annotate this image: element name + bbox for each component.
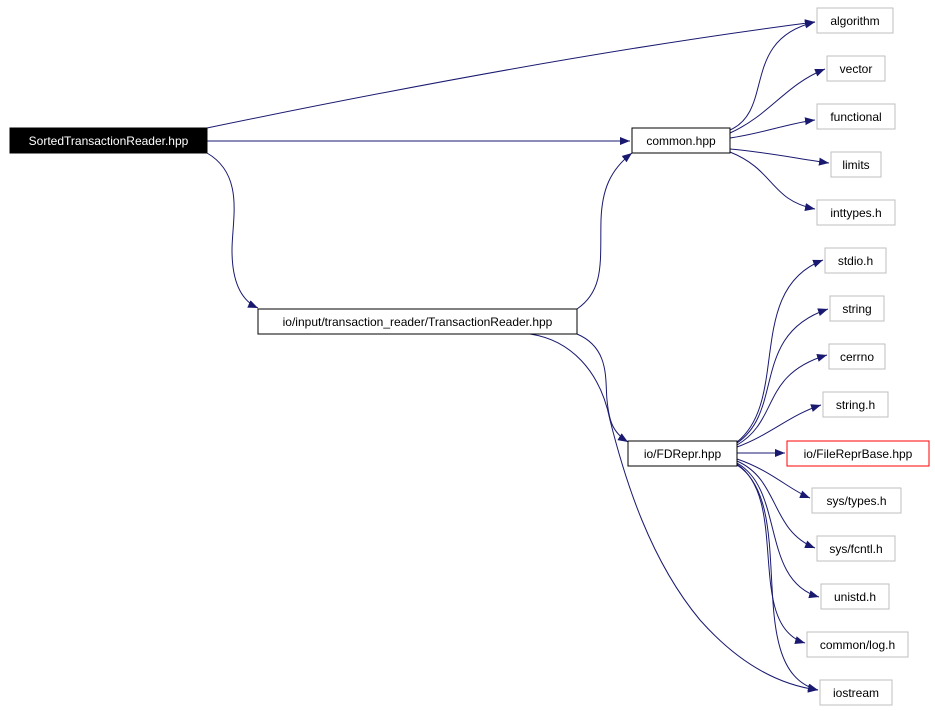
node-filereprbase-label: io/FileReprBase.hpp bbox=[804, 447, 913, 461]
node-fdrepr-label: io/FDRepr.hpp bbox=[644, 447, 722, 461]
node-stdio: stdio.h bbox=[824, 247, 887, 274]
node-sys-types: sys/types.h bbox=[811, 487, 902, 514]
node-cerrno: cerrno bbox=[828, 343, 886, 370]
node-sys-fcntl-label: sys/fcntl.h bbox=[829, 542, 882, 556]
edges bbox=[206, 19, 830, 693]
node-string: string bbox=[829, 295, 885, 322]
node-limits-label: limits bbox=[842, 158, 869, 172]
node-unistd: unistd.h bbox=[820, 583, 890, 610]
node-common[interactable]: common.hpp bbox=[631, 127, 731, 154]
edge-common-to-functional bbox=[729, 117, 816, 139]
edge-transaction-reader-to-iostream bbox=[529, 333, 819, 693]
node-functional: functional bbox=[816, 103, 896, 130]
node-iostream: iostream bbox=[819, 679, 893, 706]
edge-root-to-algorithm bbox=[206, 19, 816, 129]
edge-fdrepr-to-stdio bbox=[736, 259, 824, 443]
node-stdio-label: stdio.h bbox=[838, 254, 873, 268]
node-string-h-label: string.h bbox=[836, 398, 875, 412]
node-vector: vector bbox=[826, 55, 886, 82]
edge-fdrepr-to-common-log bbox=[736, 463, 806, 644]
edge-fdrepr-to-string-h bbox=[736, 404, 822, 448]
node-string-label: string bbox=[842, 302, 871, 316]
edge-fdrepr-to-sys-fcntl bbox=[736, 460, 816, 549]
edge-fdrepr-to-string bbox=[736, 308, 829, 444]
edge-common-to-limits bbox=[729, 148, 830, 166]
edge-fdrepr-to-iostream bbox=[736, 464, 819, 692]
edge-transaction-reader-to-common bbox=[576, 152, 633, 310]
node-unistd-label: unistd.h bbox=[834, 590, 876, 604]
node-common-log-label: common/log.h bbox=[820, 638, 895, 652]
node-common-label: common.hpp bbox=[646, 134, 716, 148]
edge-common-to-inttypes bbox=[729, 151, 816, 211]
node-limits: limits bbox=[830, 151, 882, 178]
node-root-label: SortedTransactionReader.hpp bbox=[29, 134, 189, 148]
node-common-log: common/log.h bbox=[806, 631, 909, 658]
node-fdrepr[interactable]: io/FDRepr.hpp bbox=[627, 440, 738, 467]
edge-fdrepr-to-unistd bbox=[736, 462, 820, 599]
edge-root-to-transaction-reader bbox=[206, 152, 259, 309]
node-algorithm-label: algorithm bbox=[830, 14, 879, 28]
node-transaction-reader-label: io/input/transaction_reader/TransactionR… bbox=[283, 315, 553, 329]
node-string-h: string.h bbox=[822, 391, 889, 418]
edge-common-to-algorithm bbox=[729, 20, 816, 131]
node-inttypes-label: inttypes.h bbox=[830, 206, 881, 220]
edge-common-to-vector bbox=[729, 68, 826, 134]
node-iostream-label: iostream bbox=[833, 686, 879, 700]
node-root[interactable]: SortedTransactionReader.hpp bbox=[9, 127, 208, 154]
node-sys-fcntl: sys/fcntl.h bbox=[816, 535, 896, 562]
node-filereprbase[interactable]: io/FileReprBase.hpp bbox=[786, 440, 930, 467]
edge-fdrepr-to-sys-types bbox=[736, 458, 811, 499]
node-transaction-reader[interactable]: io/input/transaction_reader/TransactionR… bbox=[257, 308, 578, 335]
node-cerrno-label: cerrno bbox=[840, 350, 874, 364]
node-sys-types-label: sys/types.h bbox=[826, 494, 886, 508]
edge-fdrepr-to-cerrno bbox=[736, 354, 828, 446]
node-vector-label: vector bbox=[840, 62, 873, 76]
node-algorithm: algorithm bbox=[816, 7, 894, 34]
edge-transaction-reader-to-fdrepr bbox=[576, 333, 629, 443]
node-inttypes: inttypes.h bbox=[816, 199, 896, 226]
node-functional-label: functional bbox=[830, 110, 881, 124]
